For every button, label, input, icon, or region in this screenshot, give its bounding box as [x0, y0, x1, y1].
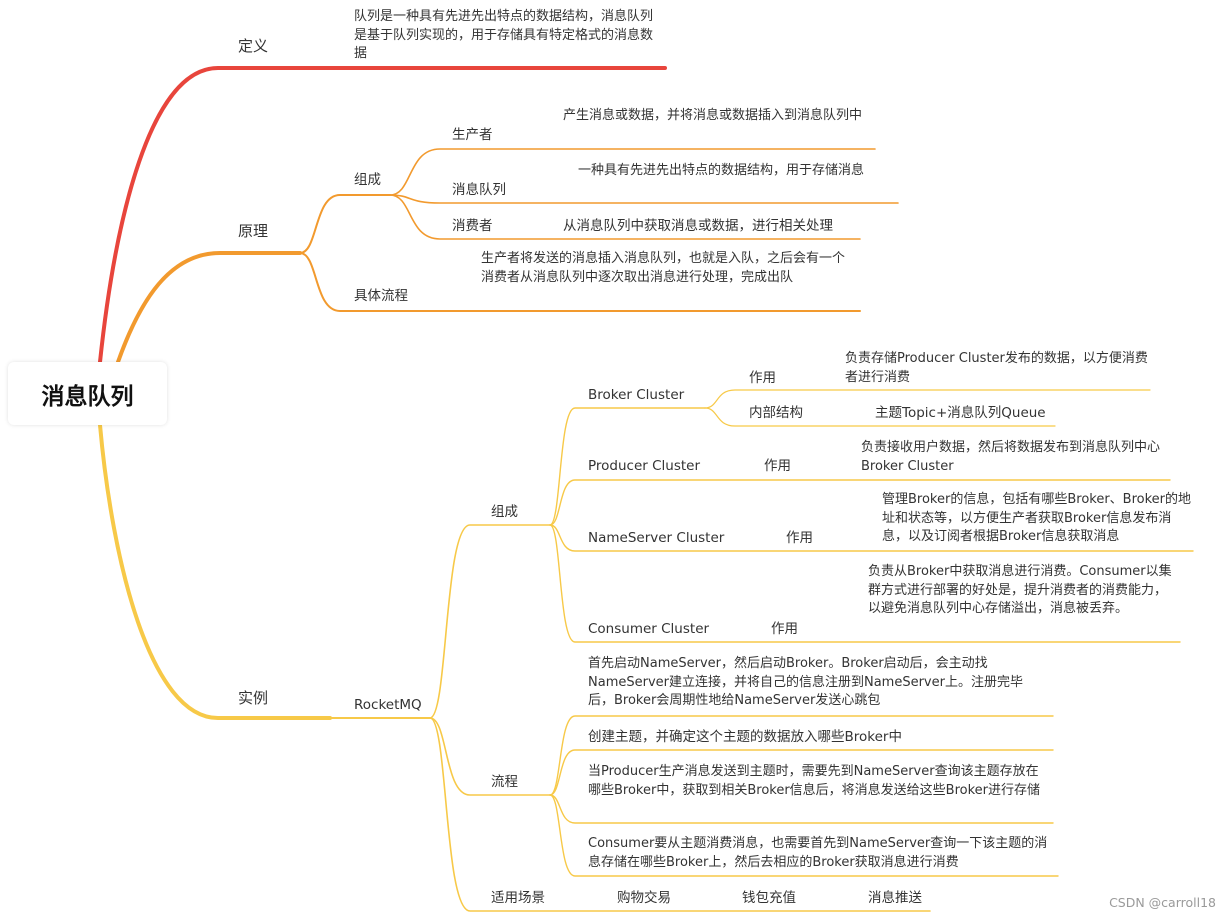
branch-example[interactable]: 实例	[238, 689, 269, 707]
edge-rmq-composition	[429, 524, 551, 719]
root-node[interactable]: 消息队列	[8, 362, 167, 425]
principle-consumer[interactable]: 消费者	[452, 218, 493, 234]
rocketmq-node[interactable]: RocketMQ	[354, 697, 422, 713]
principle-producer-text: 产生消息或数据，并将消息或数据插入到消息队列中	[563, 108, 863, 123]
edge-rmq-scenarios	[429, 717, 931, 912]
nameserver-role[interactable]: 作用	[786, 530, 813, 546]
edge-consumer-cluster	[549, 524, 1181, 643]
flow-step-3: 当Producer生产消息发送到主题时，需要先到NameServer查询该主题存…	[588, 764, 1041, 798]
edge-producer-cluster	[549, 479, 1171, 526]
producer-role[interactable]: 作用	[764, 458, 791, 474]
edge-queue	[389, 194, 899, 204]
broker-role-text: 负责存储Producer Cluster发布的数据，以方便消费者进行消费	[845, 351, 1148, 385]
nameserver-role-text: 管理Broker的信息，包括有哪些Broker、Broker的地址和状态等，以方…	[882, 492, 1192, 544]
watermark: CSDN @carroll18	[1109, 895, 1216, 910]
producer-cluster[interactable]: Producer Cluster	[588, 458, 701, 474]
edge-flow-step-4	[549, 794, 1059, 877]
flow-step-1: 首先启动NameServer，然后启动Broker。Broker启动后，会主动找…	[588, 656, 1023, 708]
producer-role-text: 负责接收用户数据，然后将数据发布到消息队列中心Broker Cluster	[861, 440, 1161, 474]
edge-flow-step-1	[549, 715, 1054, 796]
principle-flow[interactable]: 具体流程	[354, 288, 408, 304]
broker-cluster[interactable]: Broker Cluster	[588, 387, 685, 403]
broker-structure-text: 主题Topic+消息队列Queue	[875, 405, 1046, 421]
edge-principle-flow	[299, 252, 861, 312]
broker-structure[interactable]: 内部结构	[749, 405, 803, 421]
edge-broker	[549, 407, 706, 526]
edge-rmq-flow	[429, 717, 551, 796]
edge-broker-role	[704, 389, 1151, 409]
edge-example	[98, 423, 332, 720]
branch-principle[interactable]: 原理	[238, 222, 269, 240]
edge-broker-structure	[704, 407, 1056, 427]
edge-nameserver	[549, 524, 1194, 552]
nameserver-cluster[interactable]: NameServer Cluster	[588, 530, 725, 546]
rocketmq-scenarios[interactable]: 适用场景	[491, 890, 545, 906]
broker-role[interactable]: 作用	[749, 370, 776, 386]
edge-principle-composition	[299, 194, 391, 254]
edge-principle	[116, 251, 302, 364]
flow-step-2: 创建主题，并确定这个主题的数据放入哪些Broker中	[588, 729, 902, 745]
definition-text: 队列是一种具有先进先出特点的数据结构，消息队列是基于队列实现的，用于存储具有特定…	[354, 9, 654, 61]
consumer-role-text: 负责从Broker中获取消息进行消费。Consumer以集群方式进行部署的好处是…	[868, 564, 1172, 616]
edge-definition	[98, 66, 667, 364]
principle-composition[interactable]: 组成	[354, 172, 381, 188]
scenario-item: 钱包充值	[742, 890, 796, 906]
principle-flow-text: 生产者将发送的消息插入消息队列，也就是入队，之后会有一个消费者从消息队列中逐次取…	[481, 251, 846, 285]
scenario-item: 消息推送	[868, 890, 922, 906]
principle-consumer-text: 从消息队列中获取消息或数据，进行相关处理	[563, 218, 833, 234]
rocketmq-flow[interactable]: 流程	[491, 774, 518, 790]
consumer-role[interactable]: 作用	[771, 621, 798, 637]
edge-consumer	[389, 194, 861, 240]
principle-producer[interactable]: 生产者	[452, 127, 493, 143]
branch-definition[interactable]: 定义	[238, 37, 269, 55]
rocketmq-composition[interactable]: 组成	[491, 504, 518, 520]
scenario-item: 购物交易	[617, 890, 671, 906]
edge-producer	[389, 148, 876, 196]
edge-flow-step-2	[549, 749, 1054, 796]
flow-step-4: Consumer要从主题消费消息，也需要首先到NameServer查询一下该主题…	[588, 836, 1048, 870]
edge-flow-step-3	[549, 794, 1054, 824]
principle-queue[interactable]: 消息队列	[452, 182, 506, 198]
principle-queue-text: 一种具有先进先出特点的数据结构，用于存储消息	[578, 163, 865, 178]
consumer-cluster[interactable]: Consumer Cluster	[588, 621, 710, 637]
